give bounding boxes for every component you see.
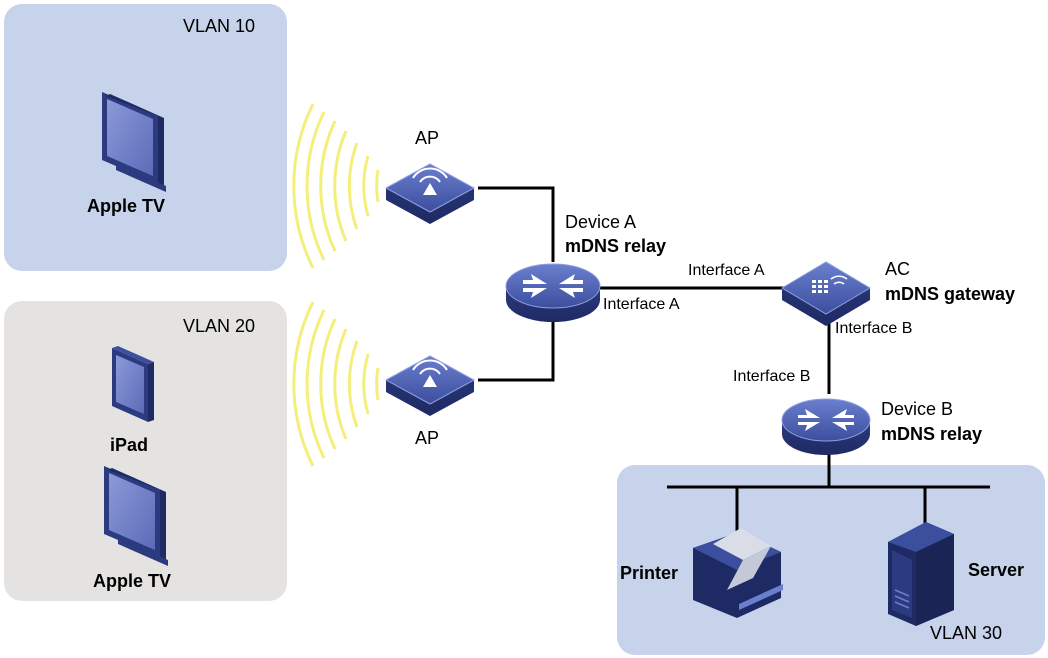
monitor-icon	[102, 92, 166, 192]
links	[478, 186, 990, 532]
apple-tv-label: Apple TV	[93, 571, 172, 591]
ap-bottom-label: AP	[415, 428, 440, 448]
vlan30-region	[617, 465, 1045, 655]
ac-role: mDNS gateway	[885, 284, 1016, 304]
access-point-icon	[384, 355, 476, 416]
device-b-role: mDNS relay	[881, 424, 983, 444]
printer-label: Printer	[620, 563, 679, 583]
ac-name: AC	[885, 259, 911, 279]
server-icon	[888, 522, 954, 626]
device-a-role: mDNS relay	[565, 236, 667, 256]
server-label: Server	[968, 560, 1025, 580]
access-controller-icon	[781, 261, 871, 326]
switch-icon	[505, 263, 601, 322]
ipad-label: iPad	[110, 435, 149, 455]
switch-icon	[781, 398, 871, 455]
vlan20-label: VLAN 20	[183, 316, 256, 336]
ap-top-label: AP	[415, 128, 440, 148]
vlan10-label: VLAN 10	[183, 16, 256, 36]
tablet-icon	[112, 346, 154, 422]
wifi-signal-icon	[292, 103, 380, 269]
access-point-icon	[384, 163, 476, 224]
monitor-icon	[104, 466, 168, 566]
vlan30-label: VLAN 30	[930, 623, 1003, 643]
device-b-name: Device B	[881, 399, 954, 419]
device-b-interface: Interface B	[733, 368, 811, 385]
ac-interface-a: Interface A	[688, 262, 765, 279]
ac-interface-b: Interface B	[835, 320, 913, 337]
printer-icon	[693, 528, 783, 618]
apple-tv-label: Apple TV	[87, 196, 166, 216]
link-ap-bottom-device-a	[478, 314, 555, 382]
wifi-signal-icon	[292, 301, 380, 467]
link-ap-top-device-a	[478, 186, 555, 262]
device-a-name: Device A	[565, 212, 637, 232]
device-a-interface: Interface A	[603, 296, 680, 313]
